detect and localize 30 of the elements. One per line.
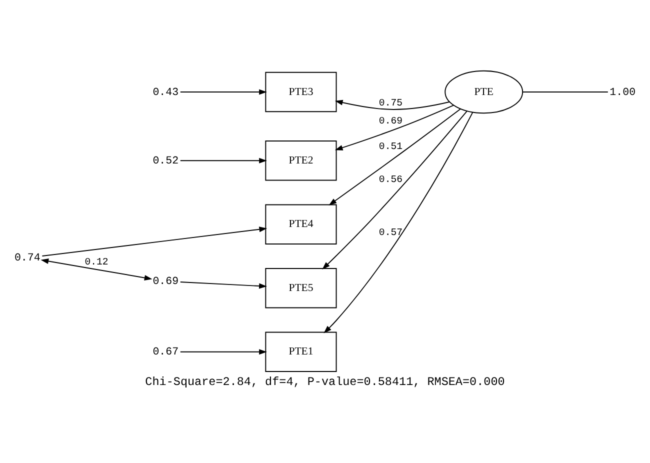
arrow [328,108,462,206]
arrow [42,226,268,257]
arrow [180,158,267,164]
node-text: 0.74 [14,252,40,264]
node-ellipse: PTE [444,70,524,114]
edge-label: 0.51 [378,140,402,152]
arrow [40,258,152,280]
edge-label: 0.69 [378,115,402,126]
edge-label: 0.56 [378,174,402,186]
node-text: 0.67 [152,346,179,359]
node-box: PTE3 [265,72,337,112]
node-text: 0.69 [152,276,179,288]
arrow [334,104,454,150]
arrow [180,349,267,355]
node-text: 0.43 [152,86,179,99]
edge-label: 0.75 [378,98,402,109]
node-box: PTE4 [265,204,337,244]
arrow [334,100,450,110]
node-box: PTE1 [265,332,337,372]
node-box: PTE5 [265,268,337,308]
node-text: 0.52 [152,155,179,168]
arrow [324,112,474,334]
arrow [322,110,468,270]
caption: Chi-Square=2.84, df=4, P-value=0.58411, RMSEA=0.000 [145,374,505,389]
edge-label: 0.57 [378,227,402,238]
node-box: PTE2 [265,140,337,181]
node-text: 1.00 [610,86,636,99]
arrow [180,89,267,95]
arrow [180,281,267,289]
edge-label: 0.12 [84,256,108,268]
